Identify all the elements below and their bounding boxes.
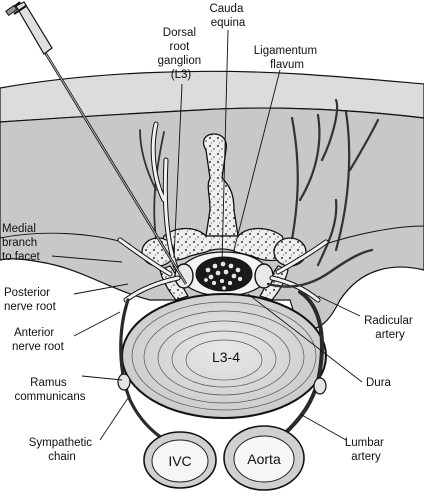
label-disc-level: L3-4	[212, 349, 240, 365]
label-aorta: Aorta	[247, 451, 281, 467]
muscle-fascia-left	[0, 232, 131, 245]
label-dorsal-root-ganglion: Dorsal root ganglion (L3)	[158, 27, 205, 81]
lumbar-artery-vessel	[280, 290, 324, 438]
leader-lines	[51, 29, 363, 441]
radicular-artery-vessel	[266, 248, 374, 288]
label-ivc: IVC	[168, 453, 191, 469]
muscle-fascia-right	[319, 225, 424, 247]
ivc-lumen	[151, 439, 209, 483]
disc-annulus-rings	[131, 301, 317, 411]
lamina	[155, 227, 291, 262]
needle	[5, 1, 188, 285]
spinous-process	[202, 133, 239, 237]
muscle-vessels-left	[139, 129, 165, 251]
label-cauda-equina: Cauda equina	[209, 3, 246, 29]
label-lumbar-artery: Lumbar artery	[345, 437, 387, 463]
facet-joint-right	[273, 237, 307, 267]
sympathetic-ganglion-left	[117, 373, 131, 391]
label-posterior-nerve-root: Posterior nerve root	[4, 287, 57, 313]
label-ligamentum-flavum: Ligamentum flavum	[254, 45, 321, 71]
label-medial-branch: Medial branch to facet	[2, 223, 41, 263]
label-ramus-communicans: Ramus communicans	[15, 377, 86, 403]
muscle-vessels	[288, 98, 380, 267]
sympathetic-ganglion-right	[313, 377, 327, 395]
dorsal-root-ganglion-left	[174, 263, 194, 289]
cauda-equina-roots	[203, 261, 243, 291]
label-anterior-nerve-root: Anterior nerve root	[12, 327, 65, 353]
aorta-lumen	[233, 435, 295, 483]
label-dura: Dura	[366, 377, 392, 389]
label-radicular-artery: Radicular artery	[364, 315, 416, 341]
label-sympathetic-chain: Sympathetic chain	[29, 437, 95, 463]
